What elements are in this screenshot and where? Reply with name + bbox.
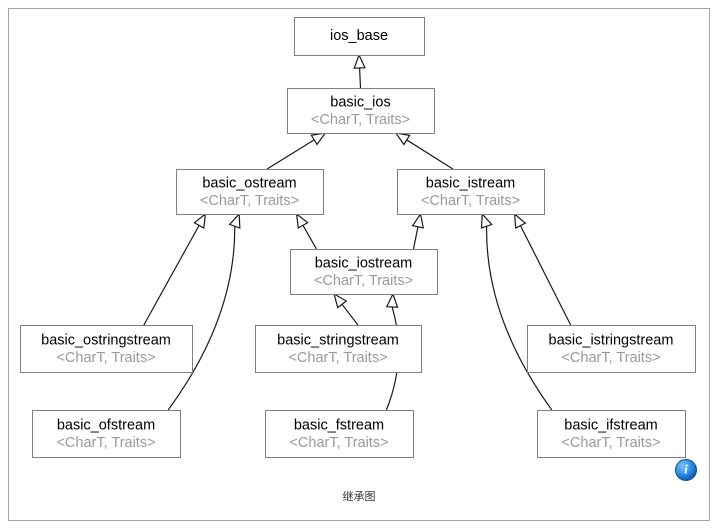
inheritance-edge-basic_ios-to-ios_base — [353, 53, 366, 89]
class-node-box — [32, 410, 181, 458]
inheritance-arrowhead — [480, 212, 493, 229]
inheritance-edge-basic_istringstream-to-basic_istream — [513, 212, 572, 326]
inheritance-edge-line — [302, 225, 317, 250]
inheritance-arrowhead — [295, 212, 309, 229]
class-node-title: basic_ifstream — [564, 417, 657, 433]
class-node-box — [294, 17, 425, 56]
inheritance-edge-basic_ostream-to-basic_ios — [266, 132, 327, 170]
info-icon[interactable]: i — [674, 458, 698, 482]
class-node-template-params: <CharT, Traits> — [56, 435, 155, 451]
inheritance-edge-line — [358, 67, 362, 89]
class-node-basic_ostringstream[interactable]: basic_ostringstream <CharT, Traits> — [20, 325, 193, 373]
class-node-template-params: <CharT, Traits> — [56, 350, 155, 366]
inheritance-edge-line — [486, 226, 553, 411]
inheritance-edge-line — [412, 226, 419, 250]
class-node-title: ios_base — [330, 28, 388, 44]
inheritance-edge-basic_iostream-to-basic_istream — [411, 212, 425, 250]
inheritance-arrowhead — [333, 292, 348, 309]
inheritance-edge-basic_istream-to-basic_ios — [394, 132, 454, 170]
inheritance-edge-line — [519, 225, 572, 326]
inheritance-edge-line — [167, 226, 236, 411]
inheritance-edge-line — [341, 303, 359, 326]
class-node-box — [20, 325, 193, 373]
class-node-template-params: <CharT, Traits> — [200, 193, 299, 209]
class-node-basic_iostream[interactable]: basic_iostream<CharT, Traits> — [290, 249, 438, 295]
inheritance-arrowhead — [385, 292, 399, 308]
inheritance-edge-line — [143, 225, 200, 326]
inheritance-edge-basic_ofstream-to-basic_ostream — [167, 212, 241, 411]
class-node-template-params: <CharT, Traits> — [311, 112, 410, 128]
class-node-template-params: <CharT, Traits> — [288, 350, 387, 366]
class-node-box — [255, 325, 422, 373]
inheritance-arrowhead — [193, 212, 207, 229]
class-node-box — [176, 169, 324, 215]
class-node-basic_istream[interactable]: basic_istream<CharT, Traits> — [397, 169, 545, 215]
inheritance-arrowhead — [513, 212, 527, 229]
class-node-template-params: <CharT, Traits> — [314, 273, 413, 289]
inheritance-edge-basic_stringstream-to-basic_iostream — [333, 292, 359, 326]
class-node-title: basic_iostream — [315, 256, 413, 272]
class-node-title: basic_ios — [330, 95, 390, 111]
diagram-caption: 继承图 — [343, 490, 376, 503]
class-node-title: basic_fstream — [294, 417, 384, 433]
class-node-ios_base[interactable]: ios_base — [294, 17, 425, 56]
class-node-template-params: <CharT, Traits> — [561, 350, 660, 366]
class-node-basic_istringstream[interactable]: basic_istringstream <CharT, Traits> — [527, 325, 696, 373]
class-node-box — [265, 410, 414, 458]
inheritance-arrowhead — [353, 53, 366, 69]
inheritance-edge-basic_ifstream-to-basic_istream — [480, 212, 553, 411]
class-node-template-params: <CharT, Traits> — [289, 435, 388, 451]
class-node-title: basic_ostringstream — [41, 332, 171, 348]
class-node-box — [527, 325, 696, 373]
class-node-box — [537, 410, 686, 458]
class-node-title: basic_stringstream — [277, 332, 399, 348]
class-node-basic_stringstream[interactable]: basic_stringstream <CharT, Traits> — [255, 325, 422, 373]
class-node-box — [397, 169, 545, 215]
edges-layer — [143, 53, 572, 411]
class-node-basic_ios[interactable]: basic_ios<CharT, Traits> — [287, 88, 435, 134]
class-node-template-params: <CharT, Traits> — [421, 193, 520, 209]
class-node-basic_ifstream[interactable]: basic_ifstream <CharT, Traits> — [537, 410, 686, 458]
inheritance-arrowhead — [394, 132, 411, 146]
class-node-title: basic_istream — [426, 176, 515, 192]
class-node-title: basic_ofstream — [57, 417, 155, 433]
inheritance-edge-line — [266, 139, 315, 170]
class-node-box — [287, 88, 435, 134]
class-node-title: basic_ostream — [202, 176, 296, 192]
inheritance-arrowhead — [228, 212, 241, 229]
class-node-basic_ofstream[interactable]: basic_ofstream <CharT, Traits> — [32, 410, 181, 458]
inheritance-edge-basic_iostream-to-basic_ostream — [295, 212, 317, 250]
inheritance-arrowhead — [310, 132, 327, 146]
inheritance-arrowhead — [411, 212, 425, 229]
inheritance-edge-basic_ostringstream-to-basic_ostream — [143, 212, 207, 326]
inheritance-edge-line — [406, 139, 454, 170]
info-icon-letter: i — [684, 461, 688, 476]
class-node-basic_ostream[interactable]: basic_ostream<CharT, Traits> — [176, 169, 324, 215]
class-node-title: basic_istringstream — [549, 332, 674, 348]
class-node-basic_fstream[interactable]: basic_fstream <CharT, Traits> — [265, 410, 414, 458]
class-node-template-params: <CharT, Traits> — [561, 435, 660, 451]
class-node-box — [290, 249, 438, 295]
